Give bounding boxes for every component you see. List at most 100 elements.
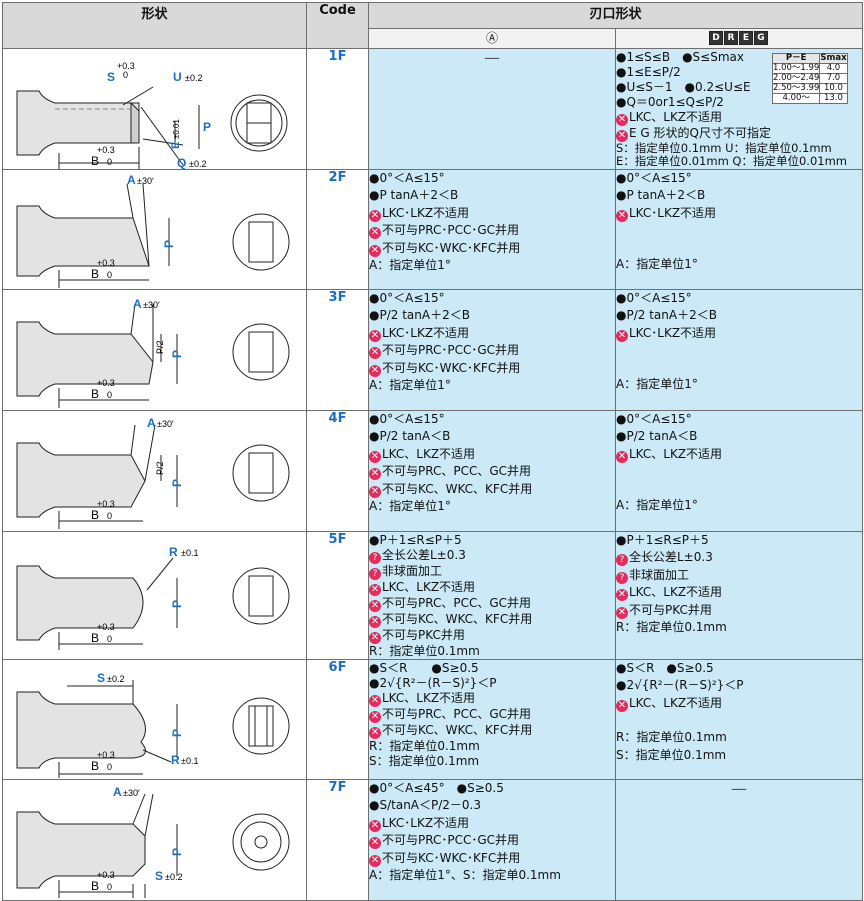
prohibited-icon: ✕ — [616, 329, 628, 342]
prohibited-icon: ✕ — [369, 837, 381, 850]
condition-text: 不可与PRC･PCC･GC并用 — [382, 833, 520, 848]
header-shape: 形状 — [2, 2, 307, 49]
prohibited-icon: ✕ — [369, 600, 381, 612]
condition-line: ✕LKC、LKZ不适用 — [369, 691, 615, 707]
table-row: A ±30′ P/2 P +0.3 B 0 4F ●0°＜A≤15° ●P/2 … — [2, 410, 864, 532]
table-row: A ±30′ P +0.3 B 0 2F ●0°＜A≤15° ●P tanA＋2… — [2, 169, 864, 290]
condition-line: ✕不可与KC･WKC･KFC并用 — [369, 850, 615, 867]
condition-line: S：指定单位0.1mm U：指定单位0.1mm — [616, 142, 832, 155]
condition-line: ?全长公差L±0.3 — [369, 548, 615, 564]
cond-a-7f: ●0°＜A≤45° ●S≥0.5 ●S/tanA＜P/2－0.3 ✕LKC･LK… — [368, 779, 616, 901]
dim-b-tol-up: +0.3 — [97, 145, 115, 155]
condition-line: ✕LKC･LKZ不适用 — [616, 325, 862, 342]
dim-s-tol: ±0.2 — [165, 872, 182, 882]
condition-line: ?全长公差L±0.3 — [616, 549, 862, 567]
condition-text: LKC、LKZ不适用 — [629, 695, 723, 710]
smax-cell: 1.00～1.99 — [771, 63, 821, 74]
code-7f: 7F — [306, 779, 369, 901]
dim-b-label: B — [91, 508, 99, 522]
dim-b-tol-low: 0 — [107, 157, 112, 167]
smax-header-smax: Smax — [819, 53, 848, 64]
condition-text: 不可与KC、WKC、KFC并用 — [382, 723, 533, 737]
condition-text: 不可与KC･WKC･KFC并用 — [382, 240, 521, 255]
dim-p-label: P — [203, 120, 211, 134]
code-5f: 5F — [306, 531, 369, 660]
dim-s-label: S — [97, 671, 105, 685]
dim-p-label: P — [170, 848, 184, 856]
code-1f: 1F — [306, 48, 369, 170]
prohibited-icon: ✕ — [369, 727, 381, 739]
prohibited-icon: ✕ — [369, 329, 381, 342]
r-glyph-icon: R — [724, 31, 738, 45]
prohibited-icon: ✕ — [616, 606, 628, 619]
condition-line: ✕LKC･LKZ不适用 — [616, 205, 862, 222]
dim-a-label: A — [127, 173, 136, 187]
dim-b-tol-up: +0.3 — [97, 870, 115, 880]
g-glyph-icon: G — [754, 31, 768, 45]
dim-e-tol: ±0.01 — [172, 118, 181, 139]
dim-b-label: B — [91, 154, 99, 168]
dim-q-label: Q — [177, 156, 186, 170]
cond-dreg-2f: ●0°＜A≤15° ●P tanA＋2＜B ✕LKC･LKZ不适用 A：指定单位… — [614, 169, 864, 290]
dim-b-tol-low: 0 — [107, 762, 112, 772]
prohibited-icon: ✕ — [369, 450, 381, 463]
dim-b-label: B — [91, 387, 99, 401]
condition-text: 不可与PRC、PCC、GC并用 — [382, 464, 532, 479]
dim-b-label: B — [91, 631, 99, 645]
condition-text: 不可与KC･WKC･KFC并用 — [382, 360, 521, 375]
dim-b-label: B — [91, 759, 99, 773]
bulb-icon: ? — [369, 568, 381, 580]
prohibited-icon: ✕ — [616, 114, 628, 126]
smax-cell: 13.0 — [819, 93, 848, 104]
condition-text: LKC、LKZ不适用 — [629, 585, 723, 600]
condition-line: ✕LKC、LKZ不适用 — [616, 446, 862, 463]
condition-text: 非球面加工 — [629, 567, 690, 582]
condition-line: A：指定单位1°、S：指定单0.1mm — [369, 868, 561, 883]
condition-line: ●P/2 tanA＋2＜B — [369, 308, 470, 323]
smax-cell: 2.00～2.49 — [771, 73, 821, 84]
prohibited-icon: ✕ — [616, 450, 628, 463]
condition-line: ✕不可与PRC･PCC･GC并用 — [369, 832, 615, 850]
prohibited-icon: ✕ — [369, 819, 381, 832]
condition-line: ✕LKC･LKZ不适用 — [369, 205, 615, 222]
condition-line: ●1≤S≤B ●S≤Smax — [616, 50, 744, 64]
punch-diagram-1f: +0.3 0 S U ±0.2 P Q ±0.2 E ±0.01 +0.3 B … — [16, 61, 288, 170]
shape-1f: +0.3 0 S U ±0.2 P Q ±0.2 E ±0.01 +0.3 B … — [2, 48, 307, 170]
cond-dreg-1f: ●1≤S≤B ●S≤Smax ●1≤E≤P/2 ●U≤S－1 ●0.2≤U≤E … — [614, 48, 864, 170]
prohibited-icon: ✕ — [369, 364, 381, 377]
prohibited-icon: ✕ — [616, 209, 628, 222]
condition-text: 非球面加工 — [382, 564, 443, 578]
condition-line: ✕不可与KC、WKC、KFC并用 — [369, 612, 615, 628]
condition-line: ✕不可与PRC･PCC･GC并用 — [369, 222, 615, 240]
dim-b-label: B — [91, 879, 99, 893]
condition-text: LKC･LKZ不适用 — [629, 325, 717, 340]
cond-dreg-6f: ●S＜R ●S≥0.5 ●2√{R²－(R－S)²}＜P ✕LKC、LKZ不适用… — [614, 659, 864, 780]
condition-line: ✕不可与PRC、PCC、GC并用 — [369, 707, 615, 723]
condition-line: ✕LKC･LKZ不适用 — [369, 815, 615, 832]
condition-line: ●0°＜A≤15° — [616, 412, 692, 426]
dim-b-tol-low: 0 — [107, 882, 112, 892]
bulb-icon: ? — [369, 552, 381, 564]
prohibited-icon: ✕ — [369, 468, 381, 481]
condition-line: ✕不可与PKC并用 — [369, 628, 615, 644]
dim-b-tol-up: +0.3 — [97, 499, 115, 509]
table-row: A ±30′ P S ±0.2 +0.3 B 0 7F ●0°＜A≤45° ●S… — [2, 779, 864, 901]
condition-line: ●0°＜A≤15° — [369, 171, 445, 185]
condition-line: R：指定单位0.1mm — [616, 730, 727, 745]
prohibited-icon: ✕ — [369, 616, 381, 628]
code-2f: 2F — [306, 169, 369, 290]
e-glyph-icon: E — [739, 31, 753, 45]
condition-text: LKC･LKZ不适用 — [382, 205, 470, 220]
condition-line: ●P＋1≤R≤P＋5 — [616, 533, 709, 547]
condition-line: ●Q＝0or1≤Q≤P/2 — [616, 95, 724, 109]
prohibited-icon: ✕ — [369, 485, 381, 498]
dim-p-label: P — [162, 240, 176, 248]
condition-line: A：指定单位1° — [369, 499, 451, 514]
dim-r-tol: ±0.1 — [181, 548, 198, 558]
condition-line: S：指定单位0.1mm — [369, 754, 480, 768]
prohibited-icon: ✕ — [369, 347, 381, 360]
condition-line: ●P tanA＋2＜B — [369, 188, 459, 203]
prohibited-icon: ✕ — [369, 632, 381, 644]
dim-u-tol: ±0.2 — [185, 73, 202, 83]
